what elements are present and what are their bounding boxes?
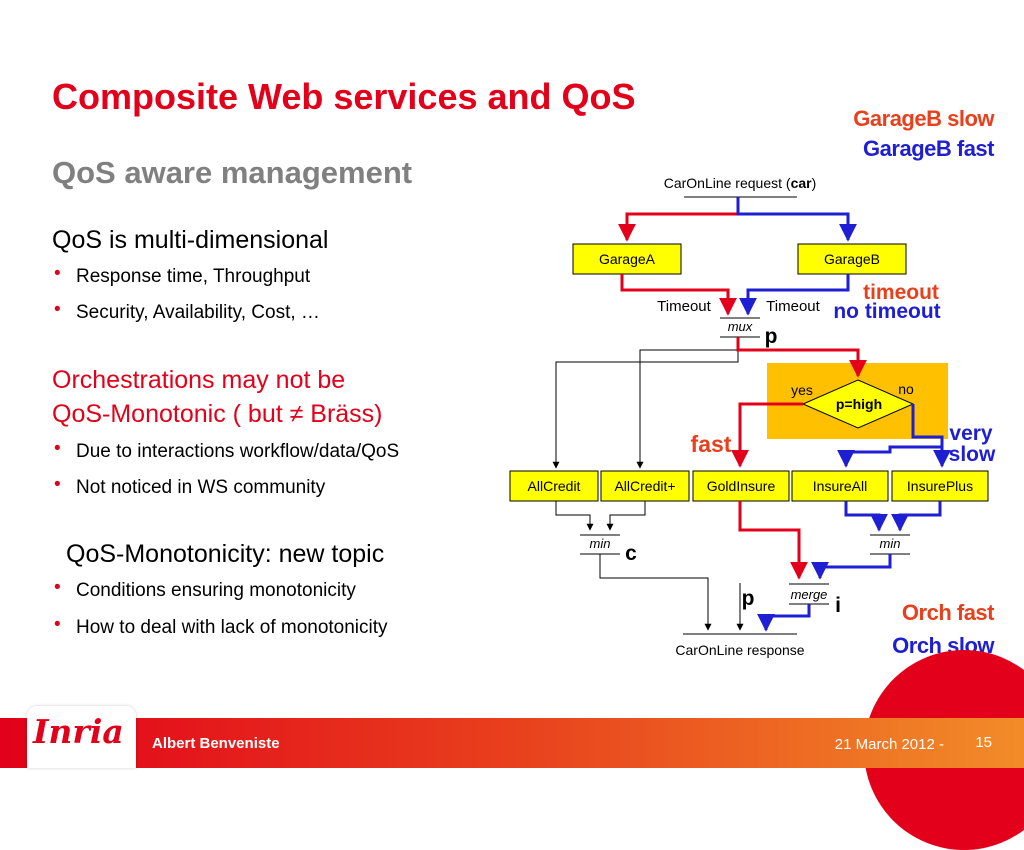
edge-request-garageb: [736, 197, 857, 242]
service-goldinsure-label: GoldInsure: [707, 478, 776, 494]
footer-author: Albert Benveniste: [152, 735, 280, 752]
p-label: p: [765, 325, 778, 348]
very-label: very: [949, 422, 993, 445]
orchestration-diagram: CarOnLine request (car) GarageA GarageB …: [509, 175, 996, 658]
c-label: c: [625, 542, 637, 565]
bullet-interactions: Due to interactions workflow/data/QoS: [52, 438, 399, 463]
bullet-conditions: Conditions ensuring monotonicity: [52, 577, 356, 602]
edge-minright-merge: [811, 554, 892, 580]
garagea-box: [572, 243, 682, 275]
yes-label: yes: [791, 382, 813, 398]
edge-request-garagea: [618, 197, 740, 242]
fast-label: fast: [691, 431, 732, 457]
garageb-label: GarageB: [824, 251, 880, 267]
service-insureall-box: [791, 470, 889, 502]
service-insureall-label: InsureAll: [813, 478, 867, 494]
service-insureplus-box: [891, 470, 989, 502]
edge-min-response: [599, 554, 712, 631]
bullet-lack: How to deal with lack of monotonicity: [52, 614, 388, 639]
request-label: CarOnLine request (car): [664, 175, 817, 191]
min-left-label: min: [590, 536, 611, 551]
bullet-security: Security, Availability, Cost, …: [52, 299, 320, 324]
min-right-label: min: [880, 536, 901, 551]
no-label: no: [898, 381, 914, 397]
inria-logo: Inria: [33, 712, 124, 751]
edge-garageb-mux: [739, 274, 850, 316]
service-insureplus-label: InsurePlus: [907, 478, 973, 494]
edge-merge-response: [757, 604, 811, 632]
merge-label: merge: [791, 587, 828, 602]
heading-orchestrations-line2: QoS-Monotonic ( but ≠ Bräss): [52, 400, 383, 428]
p-label-2: p: [742, 587, 755, 610]
legend-orch-fast: Orch fast: [901, 600, 995, 625]
edge-allcreditplus-min: [606, 501, 646, 531]
edge-insureall-min: [844, 501, 888, 532]
decision-label: p=high: [836, 396, 882, 412]
page-title: Composite Web services and QoS: [52, 76, 636, 117]
logo-box: [27, 706, 136, 768]
service-allcreditplus-box: [600, 470, 690, 502]
decision-diamond: [801, 379, 915, 429]
service-allcreditplus-label: AllCredit+: [614, 478, 675, 494]
heading-monotonicity: QoS-Monotonicity: new topic: [66, 540, 385, 568]
timeout-left-label: Timeout: [657, 298, 711, 315]
bullet-response-time: Response time, Throughput: [52, 263, 310, 288]
footer-date: 21 March 2012 -: [834, 736, 944, 753]
service-allcredit-box: [509, 470, 599, 502]
edge-decision-insureplus: [911, 404, 951, 468]
i-label: i: [835, 594, 841, 617]
service-allcredit-label: AllCredit: [528, 478, 581, 494]
timeout-right-label: Timeout: [766, 298, 820, 315]
edge-garagea-mux: [620, 274, 737, 316]
slow-label: slow: [949, 443, 996, 466]
garageb-box: [797, 243, 907, 275]
legend-garageb-fast: GarageB fast: [863, 136, 994, 161]
edge-mux-decision: [736, 337, 867, 378]
edge-allcredit-min: [555, 501, 594, 531]
edge-decision-insureall: [837, 437, 944, 468]
edge-insureplus-min: [891, 501, 942, 532]
service-goldinsure-box: [692, 470, 790, 502]
edge-goldinsure-merge: [738, 501, 808, 580]
timeout-red-label: timeout: [863, 281, 939, 304]
heading-orchestrations-line1: Orchestrations may not be: [52, 366, 346, 394]
mux-label: mux: [728, 319, 753, 334]
garagea-label: GarageA: [599, 251, 656, 267]
edge-decision-goldinsure: [731, 402, 803, 468]
footer-bar: [0, 718, 1024, 768]
legend-garageb-slow: GarageB slow: [853, 106, 994, 131]
bullet-not-noticed: Not noticed in WS community: [52, 474, 325, 499]
page-subtitle: QoS aware management: [52, 155, 413, 190]
footer-page-number: 15: [975, 734, 992, 751]
heading-multidimensional: QoS is multi-dimensional: [52, 226, 329, 254]
response-label: CarOnLine response: [675, 642, 804, 658]
no-timeout-label: no timeout: [833, 300, 940, 323]
